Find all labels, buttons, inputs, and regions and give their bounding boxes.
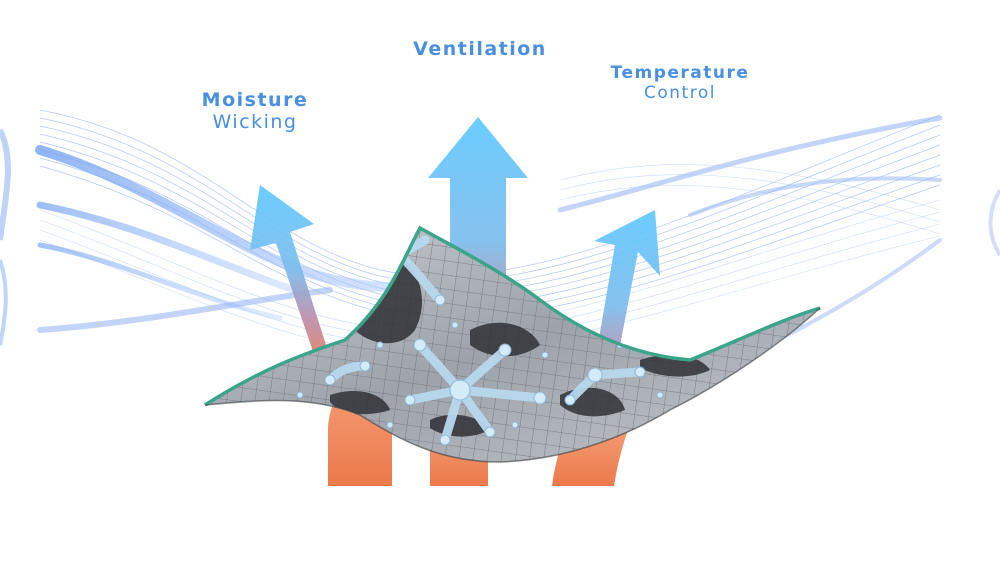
temperature-label-line1: Temperature <box>610 63 750 83</box>
edge-waves <box>0 128 1000 346</box>
ventilation-label-text: Ventilation <box>413 38 547 60</box>
moisture-label-line1: Moisture <box>201 89 309 111</box>
moisture-wicking-label: Moisture Wicking <box>185 89 325 134</box>
fabric-edge <box>204 225 821 407</box>
temperature-label-line2: Control <box>644 82 716 103</box>
moisture-arrow <box>250 185 334 372</box>
moisture-label-line2: Wicking <box>212 110 298 133</box>
ventilation-label: Ventilation <box>395 38 565 61</box>
temperature-control-label: Temperature Control <box>595 63 765 103</box>
